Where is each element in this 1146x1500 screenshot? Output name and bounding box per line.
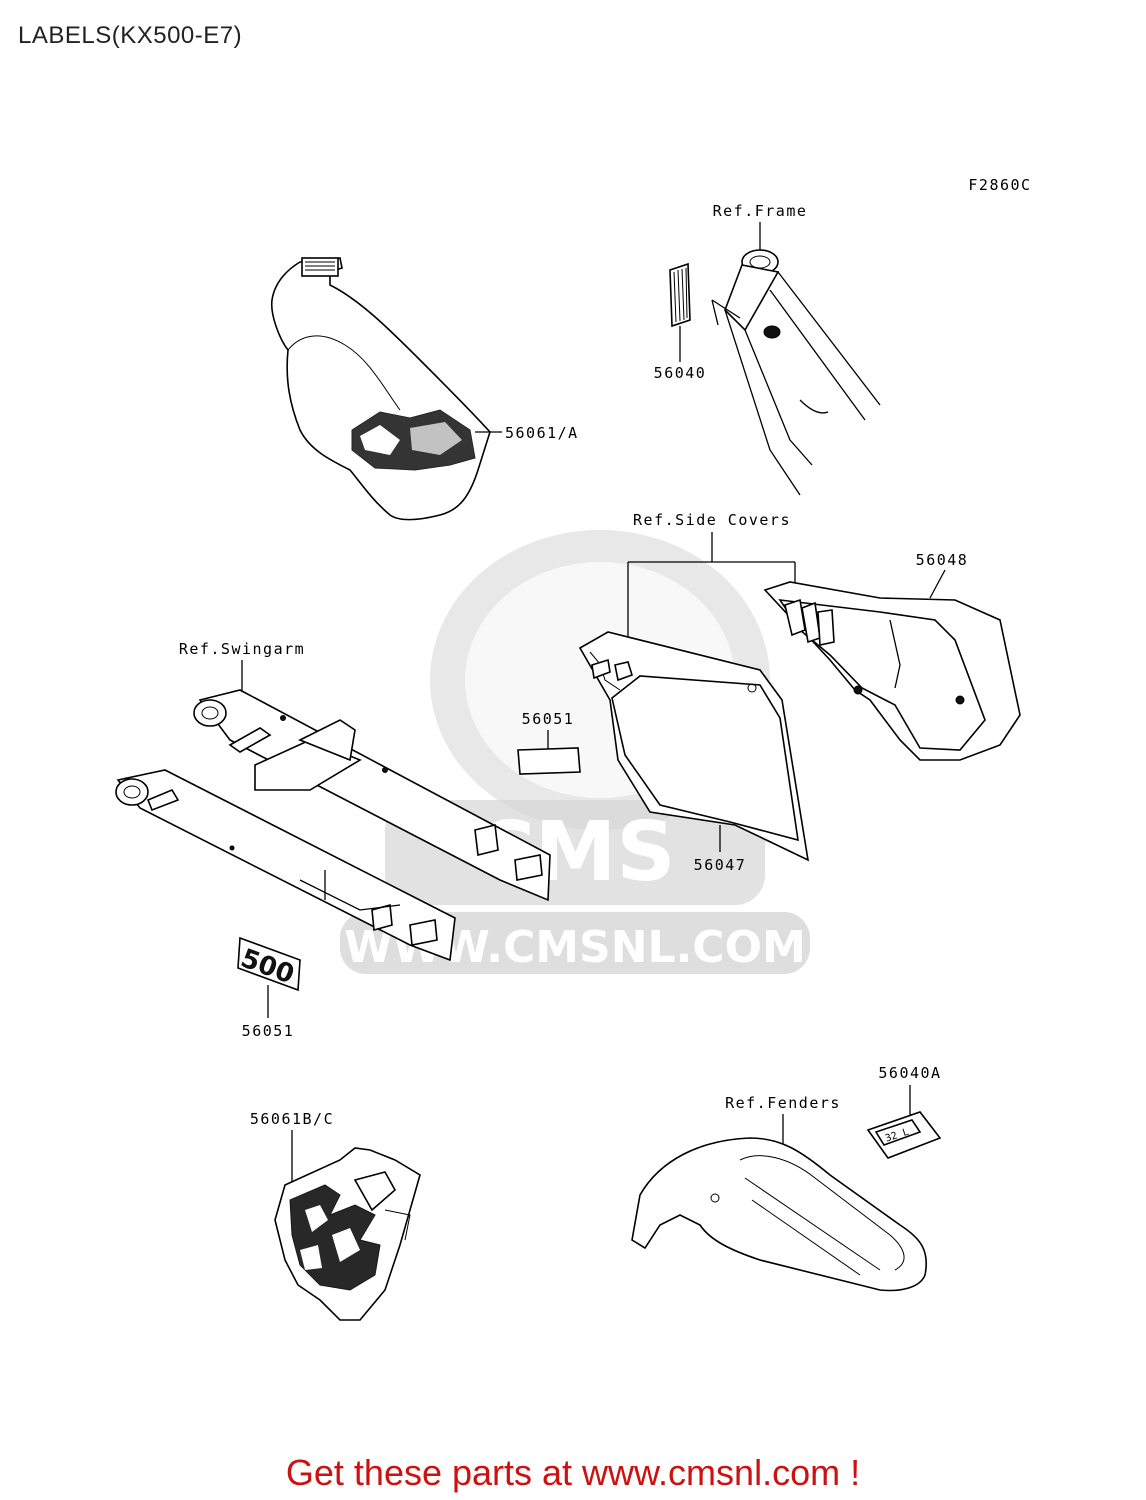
callout-56048: 56048 [916, 551, 969, 569]
callout-ref-frame: Ref.Frame [713, 202, 808, 220]
side-cover-left [578, 631, 810, 862]
callout-ref-side-covers: Ref.Side Covers [633, 511, 791, 529]
fuel-tank [270, 257, 502, 521]
callout-ref-swingarm: Ref.Swingarm [179, 640, 305, 658]
label-56051-500-badge: 500 [237, 936, 301, 1018]
label-56061bc-shroud [274, 1147, 421, 1321]
side-cover-right [763, 569, 1021, 761]
callout-56047: 56047 [694, 856, 747, 874]
callout-56051-mid: 56051 [522, 710, 575, 728]
frame [711, 249, 881, 496]
callout-56051-low: 56051 [242, 1022, 295, 1040]
figure-code: F2860C [968, 176, 1031, 194]
callout-ref-fenders: Ref.Fenders [725, 1094, 841, 1112]
badge-500-text: 500 [237, 944, 298, 991]
label-56051-mid-decal [517, 747, 581, 775]
swingarm [115, 689, 551, 962]
label-56040-decal [669, 262, 691, 362]
callout-56061a: 56061/A [505, 424, 579, 442]
callout-56040: 56040 [654, 364, 707, 382]
page-title: LABELS(KX500-E7) [18, 22, 243, 49]
callout-56040a: 56040A [878, 1064, 941, 1082]
footer-link[interactable]: Get these parts at www.cmsnl.com ! [285, 1452, 861, 1493]
label-56040a-decal: 32 L [866, 1111, 942, 1159]
rear-fender [631, 1137, 927, 1292]
callout-56061bc: 56061B/C [250, 1110, 334, 1128]
